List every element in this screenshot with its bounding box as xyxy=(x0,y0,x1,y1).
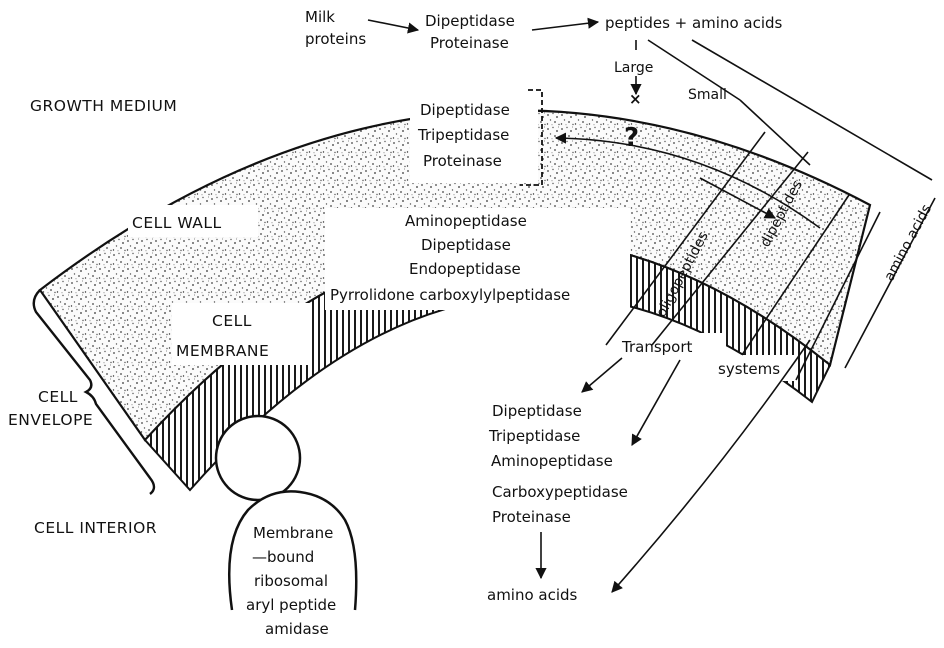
membrane-enzyme-3: Endopeptidase xyxy=(409,260,521,278)
large-label: Large xyxy=(614,60,653,76)
cell-envelope-label-2: ENVELOPE xyxy=(8,411,93,429)
milk-proteins-line1: Milk xyxy=(305,8,335,26)
cell-membrane-label-2: MEMBRANE xyxy=(176,342,269,360)
cell-membrane-label-1: CELL xyxy=(212,312,252,330)
arrow-milk-to-enzymes xyxy=(368,20,418,30)
growth-medium-label: GROWTH MEDIUM xyxy=(30,97,177,115)
extracellular-enzyme-2: Proteinase xyxy=(430,34,509,52)
systems-label: systems xyxy=(718,360,780,378)
arrow-enzymes-to-products xyxy=(532,22,598,30)
arrow-dipeptides-in xyxy=(632,360,680,445)
arrow-oligopeptides-in xyxy=(582,358,622,392)
ribosome-line-2: —bound xyxy=(252,548,314,566)
interior-enzyme-3: Aminopeptidase xyxy=(491,452,613,470)
ribosome-line-5: amidase xyxy=(265,620,329,638)
membrane-enzyme-2: Dipeptidase xyxy=(421,236,511,254)
large-x-mark: × xyxy=(629,90,642,108)
products-label: peptides + amino acids xyxy=(605,14,783,32)
cell-envelope-label-1: CELL xyxy=(38,388,78,406)
milk-proteins-line2: proteins xyxy=(305,30,366,48)
cell-interior-label: CELL INTERIOR xyxy=(34,519,157,537)
amino-acids-channel-label: amino acids xyxy=(881,202,935,284)
wall-enzyme-2: Tripeptidase xyxy=(417,126,509,144)
ribosome-line-3: ribosomal xyxy=(254,572,328,590)
extracellular-enzyme-1: Dipeptidase xyxy=(425,12,515,30)
ribosome-line-1: Membrane xyxy=(253,524,333,542)
membrane-enzyme-4: Pyrrolidone carboxylylpeptidase xyxy=(330,286,570,304)
wall-enzyme-3: Proteinase xyxy=(423,152,502,170)
ribosome-line-4: aryl peptide xyxy=(246,596,336,614)
interior-enzyme-2: Tripeptidase xyxy=(488,427,580,445)
amino-acids-out-label: amino acids xyxy=(487,586,578,604)
ribosome-small-circle xyxy=(216,416,300,500)
interior-enzyme-5: Proteinase xyxy=(492,508,571,526)
interior-enzyme-1: Dipeptidase xyxy=(492,402,582,420)
question-mark: ? xyxy=(624,123,639,153)
membrane-enzyme-1: Aminopeptidase xyxy=(405,212,527,230)
wall-enzyme-1: Dipeptidase xyxy=(420,101,510,119)
cell-wall-label: CELL WALL xyxy=(132,214,222,232)
interior-enzyme-4: Carboxypeptidase xyxy=(492,483,628,501)
small-label: Small xyxy=(688,87,727,103)
transport-label: Transport xyxy=(621,338,693,356)
